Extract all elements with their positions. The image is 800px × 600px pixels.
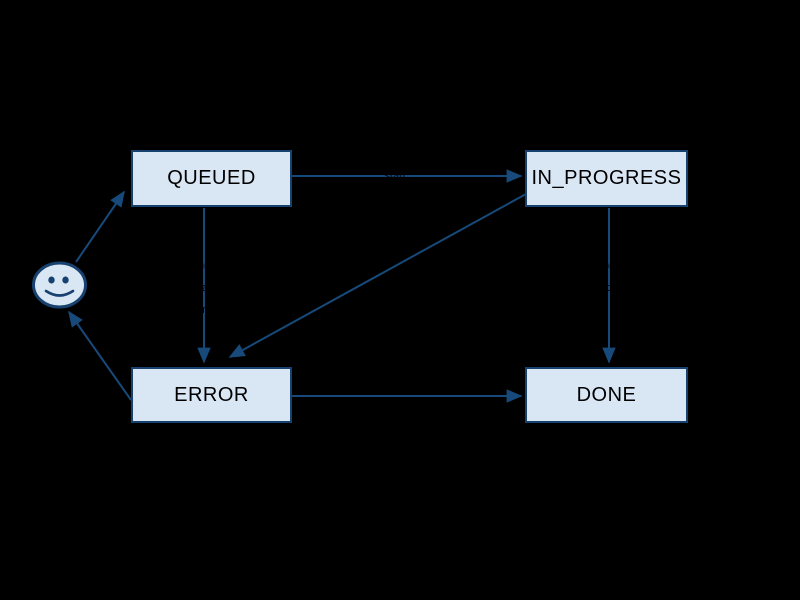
node-error-label: ERROR — [174, 383, 249, 406]
node-done: DONE — [525, 367, 688, 423]
edge-label-queued-to-error: on start error — [192, 260, 216, 316]
node-queued-label: QUEUED — [167, 167, 256, 189]
edge-label-queued-to-in-progress: start — [384, 170, 406, 182]
node-done-label: DONE — [576, 383, 637, 406]
node-queued: QUEUED — [131, 150, 292, 207]
node-in-progress: IN_PROGRESS — [525, 150, 688, 207]
node-in-progress-label: IN_PROGRESS — [531, 167, 682, 189]
edge-label-in-progress-to-done: on success — [589, 260, 629, 294]
smiley-face-icon — [32, 261, 87, 309]
edge-in-progress-to-error — [228, 193, 527, 358]
edge-error-to-start — [68, 310, 132, 401]
edge-start-to-queued — [75, 190, 125, 263]
node-error: ERROR — [131, 367, 292, 423]
